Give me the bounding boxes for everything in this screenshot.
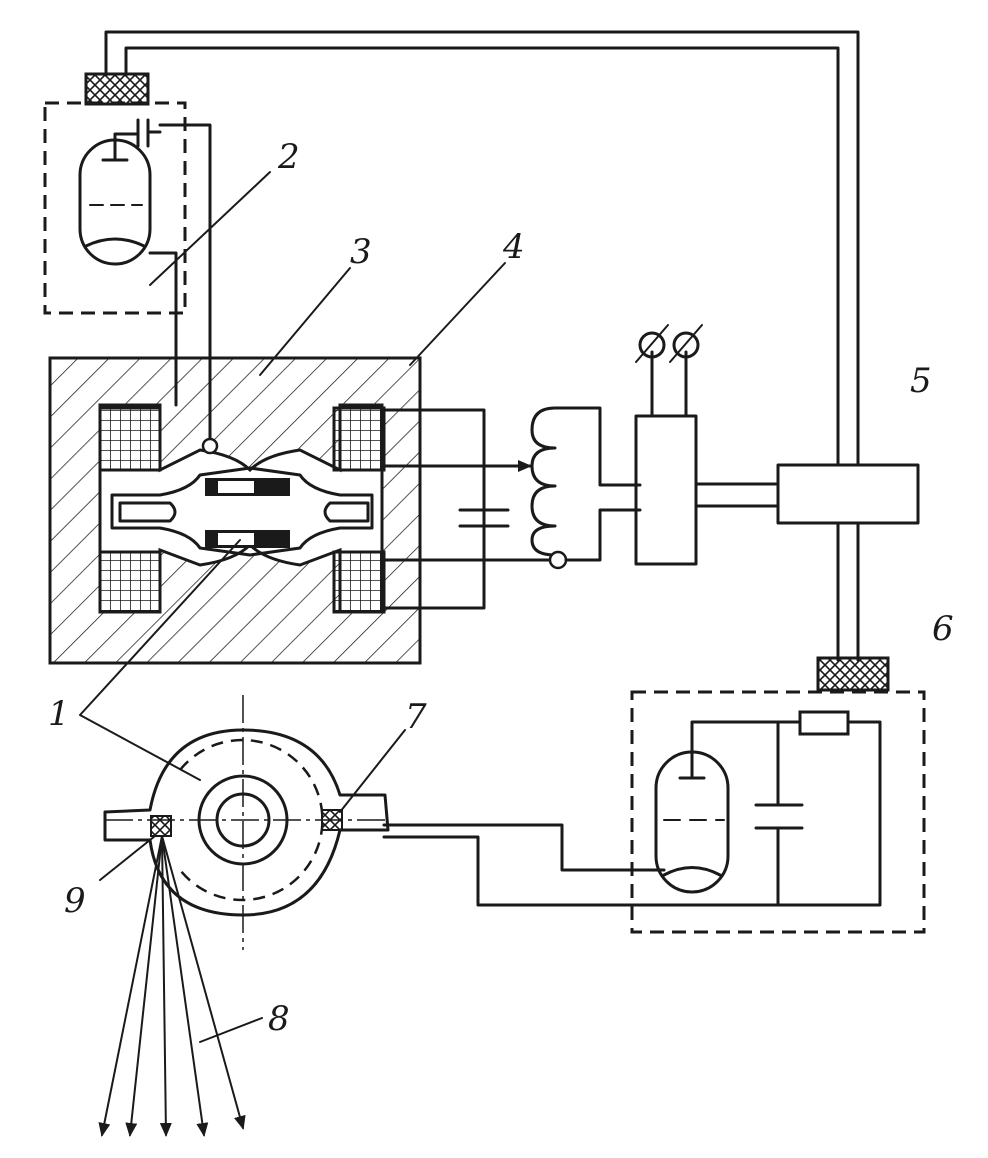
output-inductor (530, 406, 642, 570)
coil-lower-left (98, 550, 162, 614)
mixer-block-5 (776, 463, 920, 525)
label-6: 6 (932, 609, 954, 649)
coil-wiring (382, 408, 557, 610)
bottom-coupler-plug (816, 656, 890, 692)
output-window-7 (321, 809, 343, 831)
label-8: 8 (268, 999, 290, 1039)
leader-lines (79, 171, 506, 1043)
coil-lower-right (332, 550, 386, 614)
label-7: 7 (405, 697, 427, 737)
radiation-beams-8 (98, 835, 246, 1137)
power-supply-block-6 (382, 690, 926, 934)
top-waveguide (104, 30, 860, 467)
label-9: 9 (64, 881, 86, 921)
meter-left-icon (638, 331, 666, 359)
output-window-9 (150, 815, 172, 837)
detector-block (634, 324, 780, 566)
lower-waveguide (836, 521, 860, 662)
magnetron-end-view (103, 695, 390, 950)
label-3: 3 (350, 232, 372, 272)
label-1: 1 (48, 694, 70, 734)
label-4: 4 (502, 227, 525, 267)
meter-right-icon (672, 331, 700, 359)
coil-upper-right (332, 406, 386, 472)
label-2: 2 (277, 137, 300, 177)
coil-upper-left (98, 406, 162, 472)
modulator-block-2 (43, 101, 212, 442)
magnet-housing-3 (48, 356, 422, 665)
top-coupler-plug (84, 72, 150, 106)
label-5: 5 (910, 361, 932, 401)
